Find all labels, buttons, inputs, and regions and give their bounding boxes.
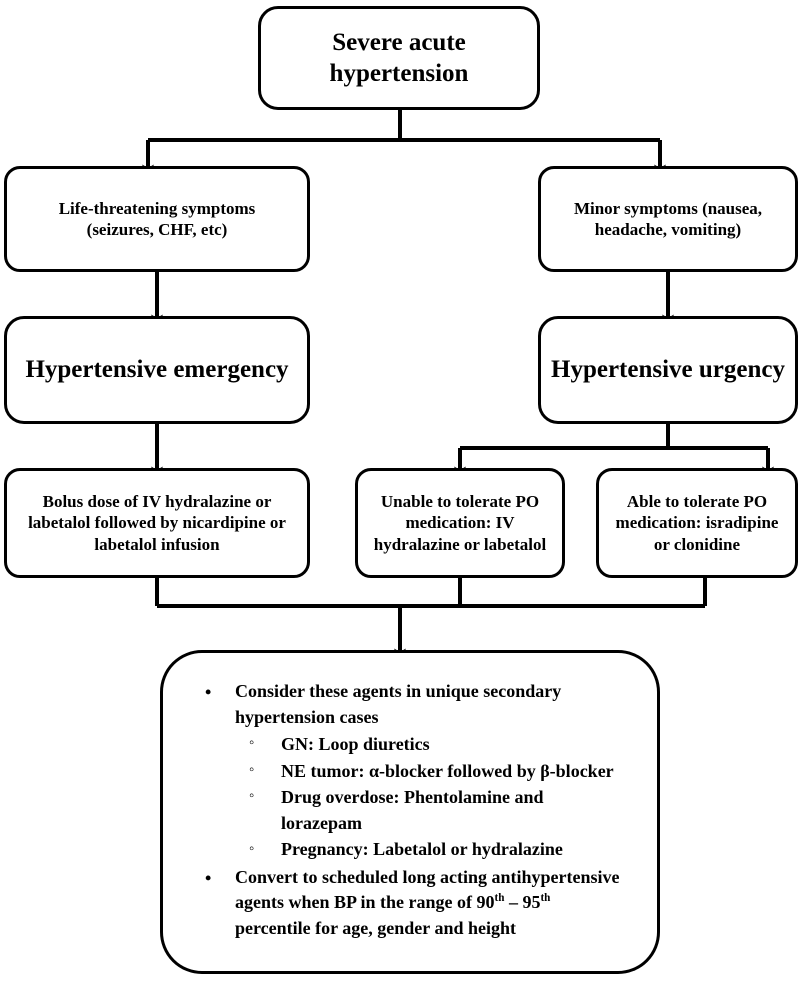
node-label: Bolus dose of IV hydralazine or labetalo… — [28, 491, 286, 554]
sub-bullet-icon: ◦ — [249, 788, 255, 805]
node-label: Hypertensive urgency — [551, 356, 785, 384]
node-severe-acute-hypertension[interactable]: Severe acute hypertension — [258, 6, 540, 110]
list-item: ◦ Drug overdose: Phentolamine and loraze… — [235, 785, 627, 836]
node-label: Life-threatening symptoms (seizures, CHF… — [58, 198, 256, 239]
node-hypertensive-emergency[interactable]: Hypertensive emergency — [4, 316, 310, 424]
list-item-text-part2: – 95 — [504, 892, 541, 913]
bullet-icon: • — [205, 867, 212, 888]
sub-bullet-icon: ◦ — [249, 735, 255, 752]
node-hypertensive-urgency[interactable]: Hypertensive urgency — [538, 316, 798, 424]
list-item-text: Consider these agents in unique secondar… — [235, 681, 562, 727]
node-label: Minor symptoms (nausea, headache, vomiti… — [573, 198, 763, 239]
node-bolus-dose-treatment[interactable]: Bolus dose of IV hydralazine or labetalo… — [4, 468, 310, 578]
node-minor-symptoms[interactable]: Minor symptoms (nausea, headache, vomiti… — [538, 166, 798, 272]
node-label: Unable to tolerate PO medication: IV hyd… — [373, 491, 547, 554]
list-item-text: Pregnancy: Labetalol or hydralazine — [281, 839, 563, 860]
node-able-to-tolerate-po[interactable]: Able to tolerate PO medication: isradipi… — [596, 468, 798, 578]
sub-bullet-icon: ◦ — [249, 840, 255, 857]
list-item-text: Drug overdose: Phentolamine and lorazepa… — [281, 787, 544, 833]
list-item: ◦ GN: Loop diuretics — [235, 732, 627, 758]
node-unable-to-tolerate-po[interactable]: Unable to tolerate PO medication: IV hyd… — [355, 468, 565, 578]
node-label: Severe acute hypertension — [329, 28, 469, 88]
sub-bullet-icon: ◦ — [249, 761, 255, 778]
bullet-icon: • — [205, 681, 212, 702]
list-item: • Convert to scheduled long acting antih… — [197, 865, 627, 942]
list-item: ◦ NE tumor: α-blocker followed by β-bloc… — [235, 759, 627, 785]
ordinal-suffix: th — [540, 892, 551, 905]
list-item: • Consider these agents in unique second… — [197, 679, 627, 863]
node-life-threatening-symptoms[interactable]: Life-threatening symptoms (seizures, CHF… — [4, 166, 310, 272]
node-label: Hypertensive emergency — [25, 356, 289, 384]
ordinal-suffix: th — [494, 892, 505, 905]
list-item-text: NE tumor: α-blocker followed by β-blocke… — [281, 760, 614, 781]
node-label: Able to tolerate PO medication: isradipi… — [615, 491, 779, 554]
recommendation-sublist: ◦ GN: Loop diuretics ◦ NE tumor: α-block… — [235, 732, 627, 863]
node-additional-recommendations[interactable]: • Consider these agents in unique second… — [160, 650, 660, 974]
list-item-text-part1: Convert to scheduled long acting antihyp… — [235, 866, 620, 913]
list-item-text: GN: Loop diuretics — [281, 734, 430, 755]
recommendation-list: • Consider these agents in unique second… — [197, 679, 627, 941]
list-item: ◦ Pregnancy: Labetalol or hydralazine — [235, 837, 627, 863]
list-item-text-part3: percentile for age, gender and height — [235, 917, 516, 938]
